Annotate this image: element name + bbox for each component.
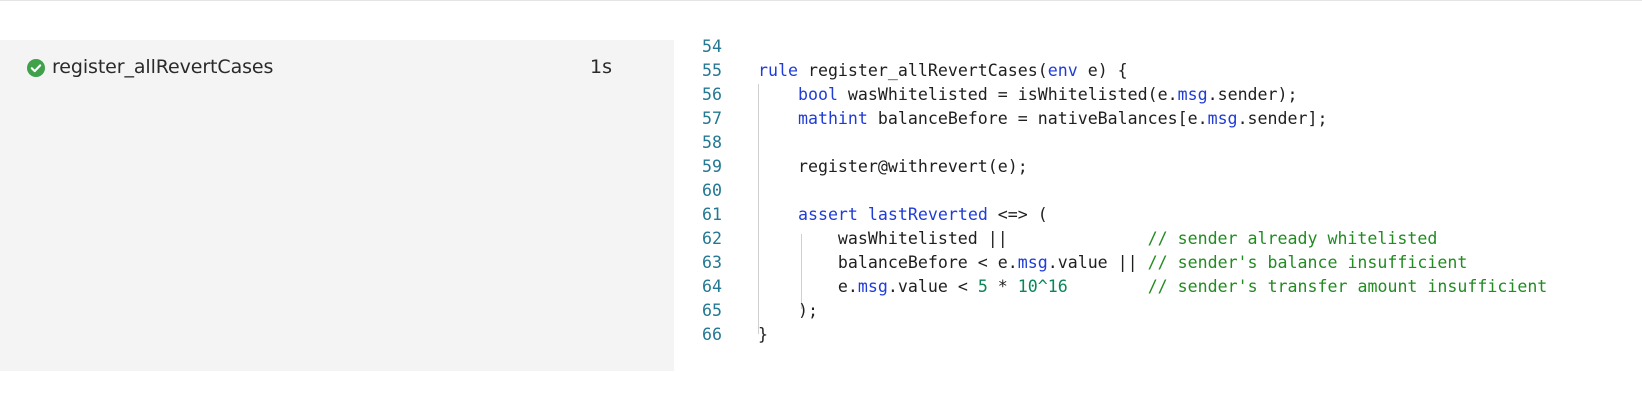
line-number: 65 xyxy=(702,301,722,320)
code-keyword: msg xyxy=(1207,109,1238,128)
code-line: 56 bool wasWhitelisted = isWhitelisted(e… xyxy=(674,82,1642,107)
code-keyword: rule xyxy=(758,61,798,80)
code-text: ); xyxy=(758,298,818,323)
code-comment: // sender's transfer amount insufficient xyxy=(1147,277,1548,296)
code-number: 10^16 xyxy=(1017,277,1068,296)
line-number: 57 xyxy=(702,109,722,128)
code-keyword: assert xyxy=(797,205,858,224)
code-token: balanceBefore = nativeBalances[e. xyxy=(867,109,1208,128)
code-token: } xyxy=(758,325,768,344)
code-viewer: 54 55 rule register_allRevertCases(env e) … xyxy=(674,34,1642,374)
code-token: register@withrevert(e); xyxy=(758,157,1028,176)
rules-list-panel xyxy=(0,40,674,371)
code-keyword: msg xyxy=(857,277,888,296)
code-text: assert lastReverted <=> ( xyxy=(758,202,1048,227)
code-line: 54 xyxy=(674,34,1642,59)
code-line: 57 mathint balanceBefore = nativeBalance… xyxy=(674,106,1642,131)
line-number: 64 xyxy=(702,277,722,296)
line-number: 60 xyxy=(702,181,722,200)
code-keyword: msg xyxy=(1017,253,1048,272)
code-token: .value < xyxy=(887,277,978,296)
code-token xyxy=(858,205,868,224)
code-line: 58 xyxy=(674,130,1642,155)
indent-guide xyxy=(801,234,802,309)
code-keyword: msg xyxy=(1177,85,1208,104)
line-number: 66 xyxy=(702,325,722,344)
code-text: } xyxy=(758,322,768,347)
code-text: mathint balanceBefore = nativeBalances[e… xyxy=(758,106,1328,131)
indent-guide xyxy=(758,84,759,334)
line-number: 61 xyxy=(702,205,722,224)
code-text: register@withrevert(e); xyxy=(758,154,1028,179)
code-line: 55 rule register_allRevertCases(env e) { xyxy=(674,58,1642,83)
rule-name[interactable]: register_allRevertCases xyxy=(52,56,274,78)
code-token xyxy=(1068,277,1148,296)
code-line: 66} xyxy=(674,322,1642,347)
line-number: 58 xyxy=(702,133,722,152)
code-line: 61 assert lastReverted <=> ( xyxy=(674,202,1642,227)
code-token: register_allRevertCases( xyxy=(797,61,1048,80)
line-number: 56 xyxy=(702,85,722,104)
code-comment: // sender's balance insufficient xyxy=(1147,253,1468,272)
code-keyword: mathint xyxy=(797,109,868,128)
line-number: 55 xyxy=(702,61,722,80)
code-text: e.msg.value < 5 * 10^16 // sender's tran… xyxy=(758,274,1547,299)
line-number: 62 xyxy=(702,229,722,248)
line-number: 54 xyxy=(702,37,722,56)
code-keyword: lastReverted xyxy=(867,205,988,224)
code-token xyxy=(758,205,798,224)
code-line: 60 xyxy=(674,178,1642,203)
rule-duration: 1s xyxy=(590,56,612,78)
code-text: bool wasWhitelisted = isWhitelisted(e.ms… xyxy=(758,82,1298,107)
code-line: 63 balanceBefore < e.msg.value || // sen… xyxy=(674,250,1642,275)
code-text: wasWhitelisted || // sender already whit… xyxy=(758,226,1437,251)
code-token: wasWhitelisted || xyxy=(758,229,1148,248)
code-line: 65 ); xyxy=(674,298,1642,323)
code-comment: // sender already whitelisted xyxy=(1147,229,1438,248)
line-number: 59 xyxy=(702,157,722,176)
code-keyword: bool xyxy=(797,85,838,104)
code-line: 62 wasWhitelisted || // sender already w… xyxy=(674,226,1642,251)
code-token xyxy=(758,85,798,104)
code-token: balanceBefore < e. xyxy=(758,253,1018,272)
check-circle-icon xyxy=(27,59,45,77)
code-text: rule register_allRevertCases(env e) { xyxy=(758,58,1128,83)
code-number: 5 xyxy=(977,277,988,296)
code-text: balanceBefore < e.msg.value || // sender… xyxy=(758,250,1467,275)
line-number: 63 xyxy=(702,253,722,272)
code-token: <=> ( xyxy=(987,205,1048,224)
code-token: wasWhitelisted = isWhitelisted(e. xyxy=(837,85,1178,104)
code-line: 59 register@withrevert(e); xyxy=(674,154,1642,179)
code-line: 64 e.msg.value < 5 * 10^16 // sender's t… xyxy=(674,274,1642,299)
code-token: e) { xyxy=(1077,61,1128,80)
code-token: .sender]; xyxy=(1237,109,1328,128)
code-keyword: env xyxy=(1047,61,1078,80)
code-token: .value || xyxy=(1047,253,1148,272)
code-token: e. xyxy=(758,277,858,296)
top-border xyxy=(0,0,1642,1)
code-token: ); xyxy=(758,301,818,320)
code-token: .sender); xyxy=(1207,85,1298,104)
code-token xyxy=(758,109,798,128)
code-token: * xyxy=(987,277,1018,296)
